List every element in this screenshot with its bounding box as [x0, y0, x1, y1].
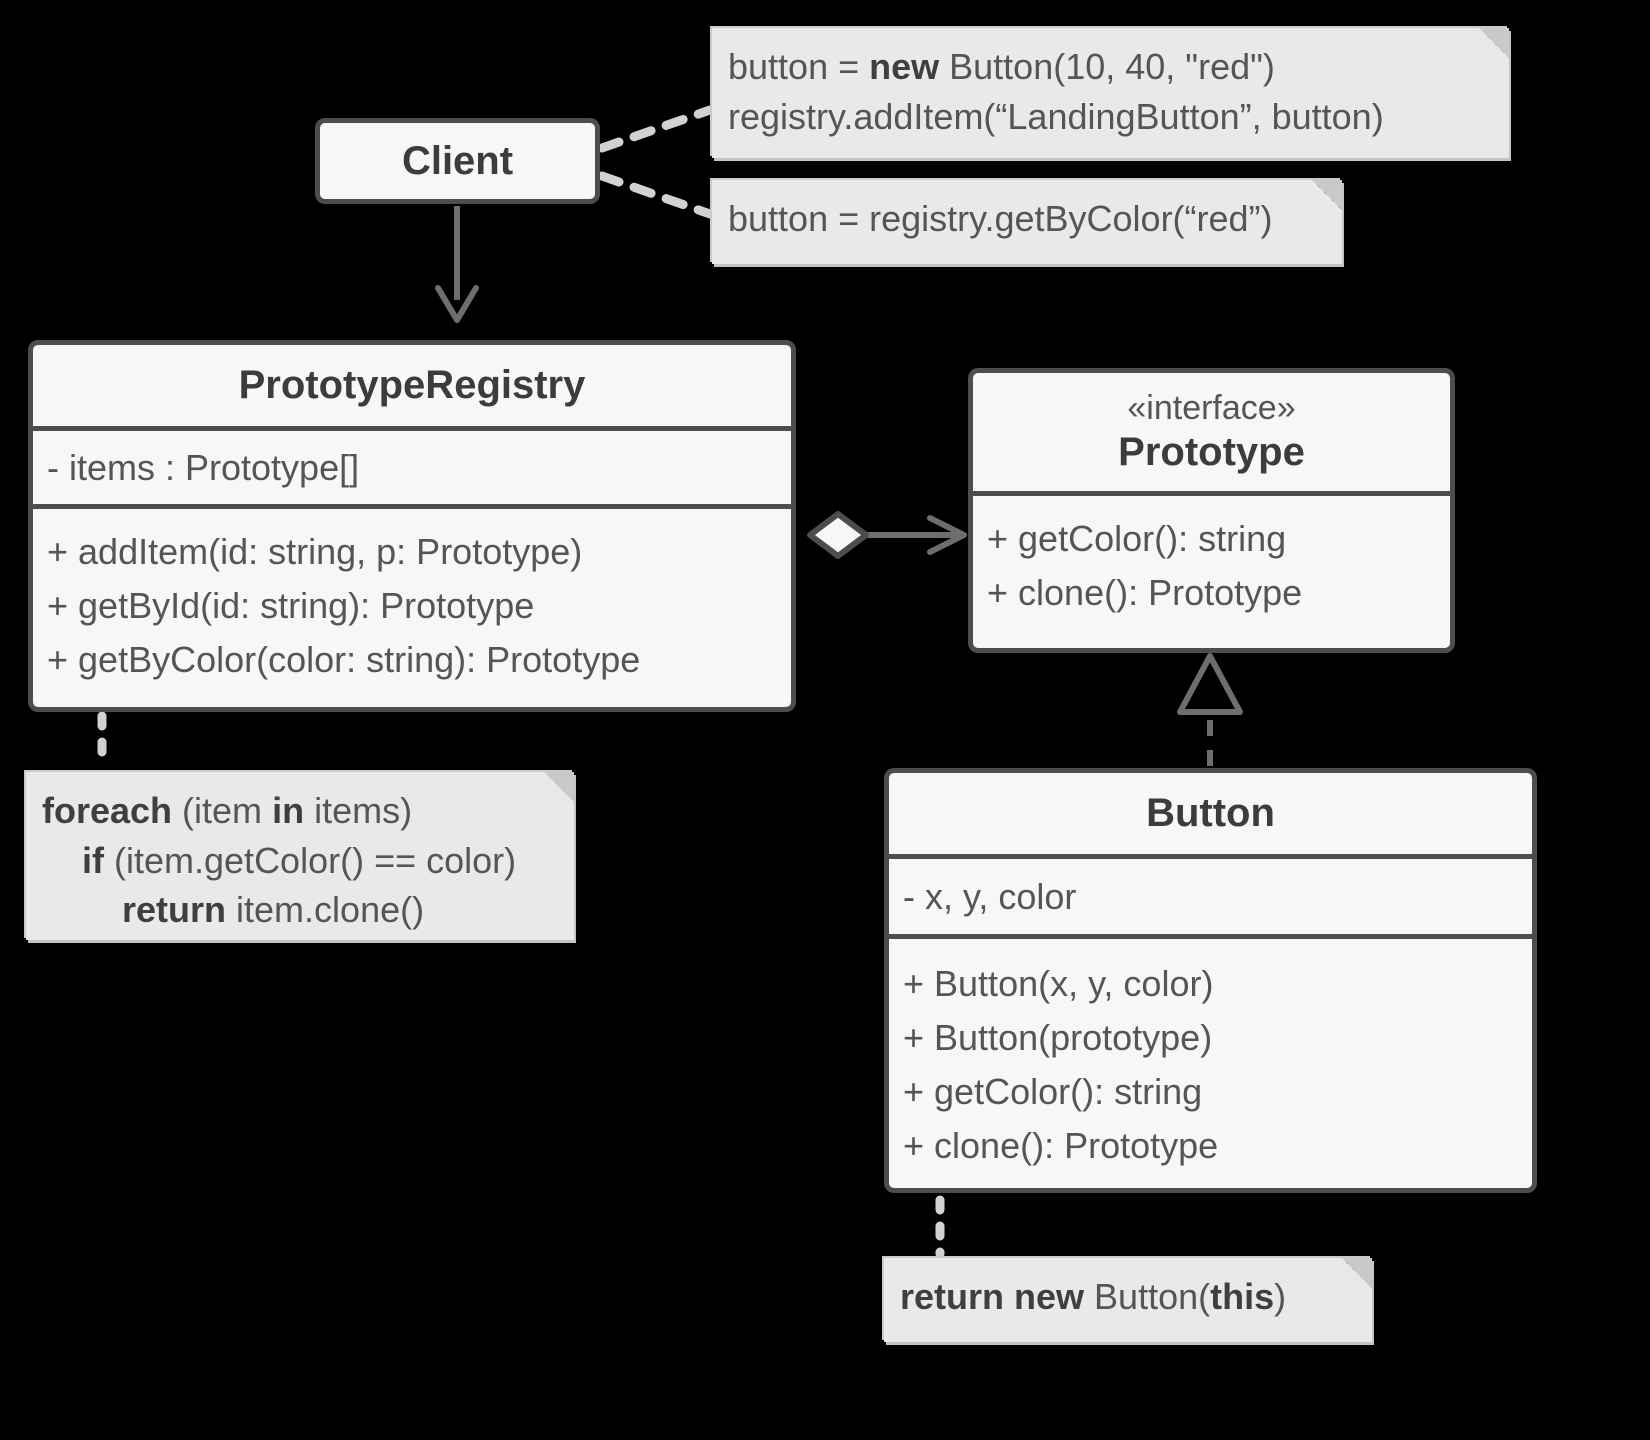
note-new-button: button = new Button(10, 40, "red") regist…: [712, 28, 1509, 158]
class-name-button: Button: [1146, 791, 1275, 835]
operations-compartment-prototyperegistry: + addItem(id: string, p: Prototype) + ge…: [33, 504, 791, 699]
attributes-compartment-prototyperegistry: - items : Prototype[]: [33, 426, 791, 504]
note-fold-corner-icon: [1312, 180, 1342, 210]
note-line: registry.addItem(“LandingButton”, button…: [728, 95, 1384, 137]
note-fold-corner-icon: [1342, 1258, 1372, 1288]
operation-row: + clone(): Prototype: [987, 571, 1303, 613]
note-line: return new Button(this): [900, 1276, 1287, 1317]
attribute-row: - items : Prototype[]: [47, 446, 360, 488]
note-line: return item.clone(): [122, 889, 425, 931]
operation-row: + Button(x, y, color): [903, 963, 1214, 1004]
class-name-client: Client: [401, 139, 514, 183]
class-box-prototype[interactable]: «interface» Prototype + getColor(): stri…: [968, 368, 1455, 653]
operation-row: + clone(): Prototype: [903, 1125, 1219, 1166]
stereotype-label: «interface»: [1127, 389, 1296, 427]
attribute-row: - x, y, color: [903, 875, 1077, 917]
connector-client-note-new: [597, 105, 715, 153]
class-box-prototyperegistry[interactable]: PrototypeRegistry - items : Prototype[] …: [28, 340, 796, 712]
operation-row: + getById(id: string): Prototype: [47, 585, 535, 626]
connector-client-note-getbycolor: [597, 171, 715, 219]
note-get-by-color: button = registry.getByColor(“red”): [712, 180, 1342, 264]
class-name-prototyperegistry: PrototypeRegistry: [238, 363, 586, 407]
connector-button-realizes-prototype: [1177, 653, 1243, 766]
class-box-button[interactable]: Button - x, y, color + Button(x, y, colo…: [884, 768, 1537, 1193]
connector-client-to-registry: [435, 206, 479, 323]
operations-compartment-prototype: + getColor(): string + clone(): Prototyp…: [973, 490, 1450, 632]
note-line: if (item.getColor() == color): [82, 839, 517, 881]
class-name-prototype: Prototype: [1118, 429, 1305, 474]
operation-row: + addItem(id: string, p: Prototype): [47, 531, 583, 572]
class-box-client[interactable]: Client: [315, 118, 600, 204]
note-fold-corner-icon: [1479, 28, 1509, 58]
note-fold-corner-icon: [544, 772, 574, 802]
note-line: foreach (item in items): [42, 790, 413, 831]
attributes-compartment-button: - x, y, color: [889, 854, 1532, 934]
operations-compartment-button: + Button(x, y, color) + Button(prototype…: [889, 934, 1532, 1185]
operation-row: + getColor(): string: [903, 1071, 1203, 1112]
operation-row: + Button(prototype): [903, 1017, 1213, 1058]
note-clone-impl: return new Button(this): [884, 1258, 1372, 1342]
note-line: button = registry.getByColor(“red”): [728, 198, 1273, 239]
note-foreach-loop: foreach (item in items) if (item.getColo…: [26, 772, 574, 940]
operation-row: + getByColor(color: string): Prototype: [47, 639, 641, 680]
note-line: button = new Button(10, 40, "red"): [728, 46, 1275, 87]
operation-row: + getColor(): string: [987, 517, 1287, 559]
connector-registry-to-prototype: [807, 511, 967, 559]
class-header-prototype: «interface» Prototype: [973, 373, 1450, 491]
